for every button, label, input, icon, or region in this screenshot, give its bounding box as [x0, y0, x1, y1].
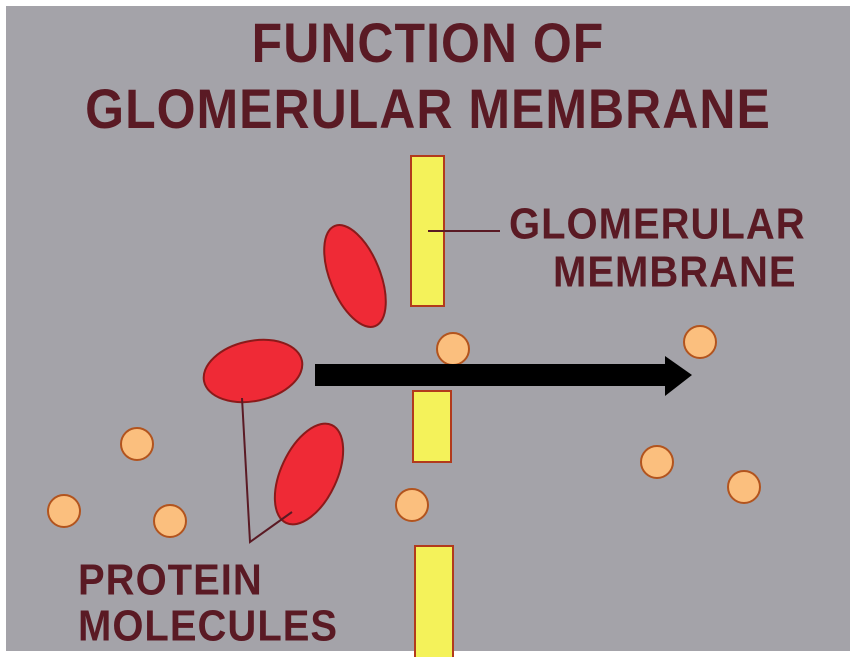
small-molecule — [121, 428, 153, 460]
small-molecule — [684, 326, 716, 358]
small-molecule — [641, 446, 673, 478]
filtration-arrow-head — [665, 356, 692, 396]
small-molecule — [728, 471, 760, 503]
small-molecule — [396, 489, 428, 521]
protein-molecule — [312, 217, 399, 336]
small-molecule — [154, 505, 186, 537]
protein-molecule — [261, 413, 357, 535]
membrane-segment-bottom — [415, 546, 453, 657]
small-molecule — [48, 495, 80, 527]
small-molecule — [437, 333, 469, 365]
filtration-arrow-shaft — [315, 364, 675, 386]
protein-molecule — [198, 331, 308, 410]
membrane-segment-middle — [413, 391, 451, 462]
